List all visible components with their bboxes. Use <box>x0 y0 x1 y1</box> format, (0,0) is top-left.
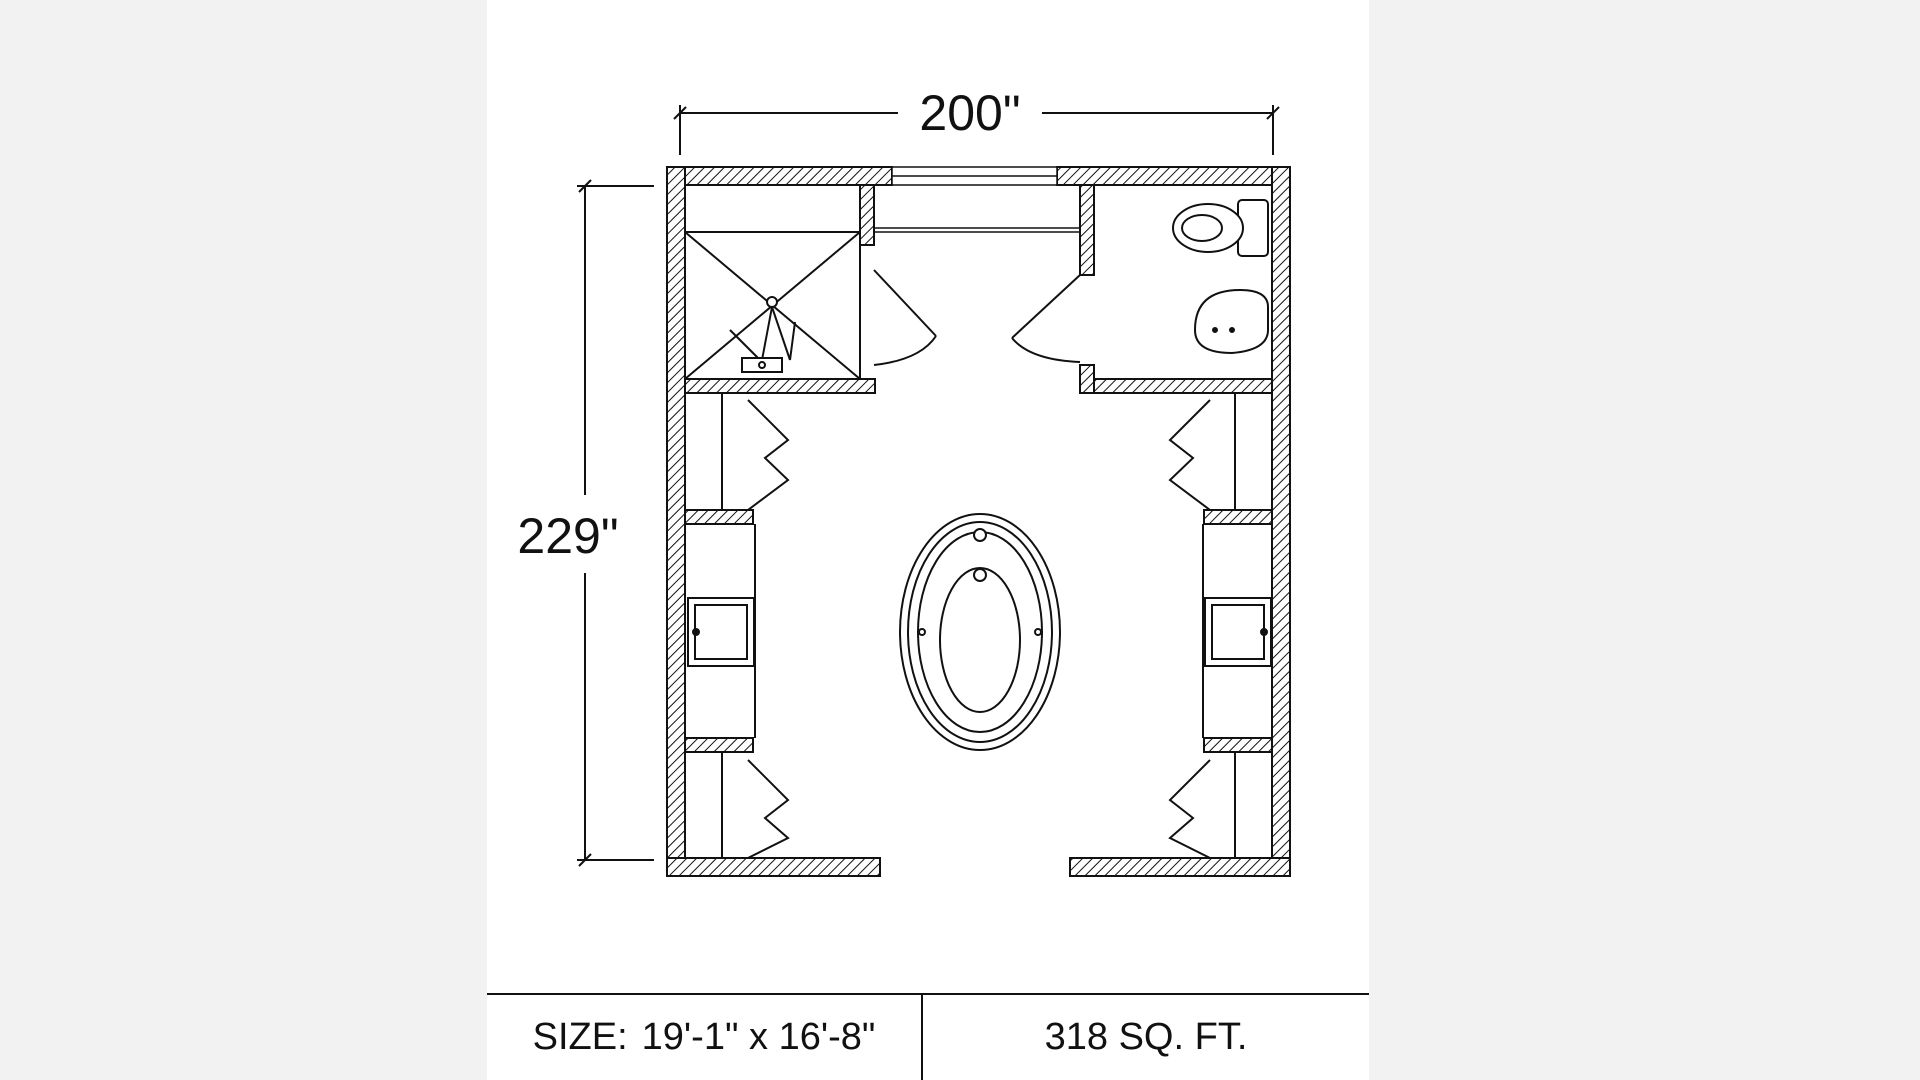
size-cell: SIZE: 19'-1" x 16'-8" <box>487 995 923 1080</box>
plan-footer: SIZE: 19'-1" x 16'-8" 318 SQ. FT. <box>487 993 1369 1080</box>
closet-door-icon <box>1168 393 1236 859</box>
bathtub-icon <box>899 513 1061 751</box>
area-cell: 318 SQ. FT. <box>923 995 1369 1080</box>
width-dimension-label: 200" <box>919 85 1020 141</box>
toilet-icon <box>1172 199 1269 257</box>
window <box>874 166 1080 233</box>
walls <box>666 166 1291 877</box>
sink-icon <box>687 524 756 738</box>
height-dimension-label: 229" <box>517 508 618 564</box>
width-dimension <box>673 105 1280 155</box>
closet-door-icon <box>721 393 790 859</box>
height-dimension <box>577 179 654 867</box>
bidet-icon <box>1193 288 1269 355</box>
door-swing-icon <box>873 269 1081 366</box>
area-value: 318 SQ. FT. <box>1044 1016 1248 1058</box>
shower-icon <box>684 184 861 380</box>
sink-icon <box>1202 524 1272 738</box>
size-label: SIZE: <box>532 1016 628 1058</box>
size-value: 19'-1" x 16'-8" <box>641 1016 876 1058</box>
